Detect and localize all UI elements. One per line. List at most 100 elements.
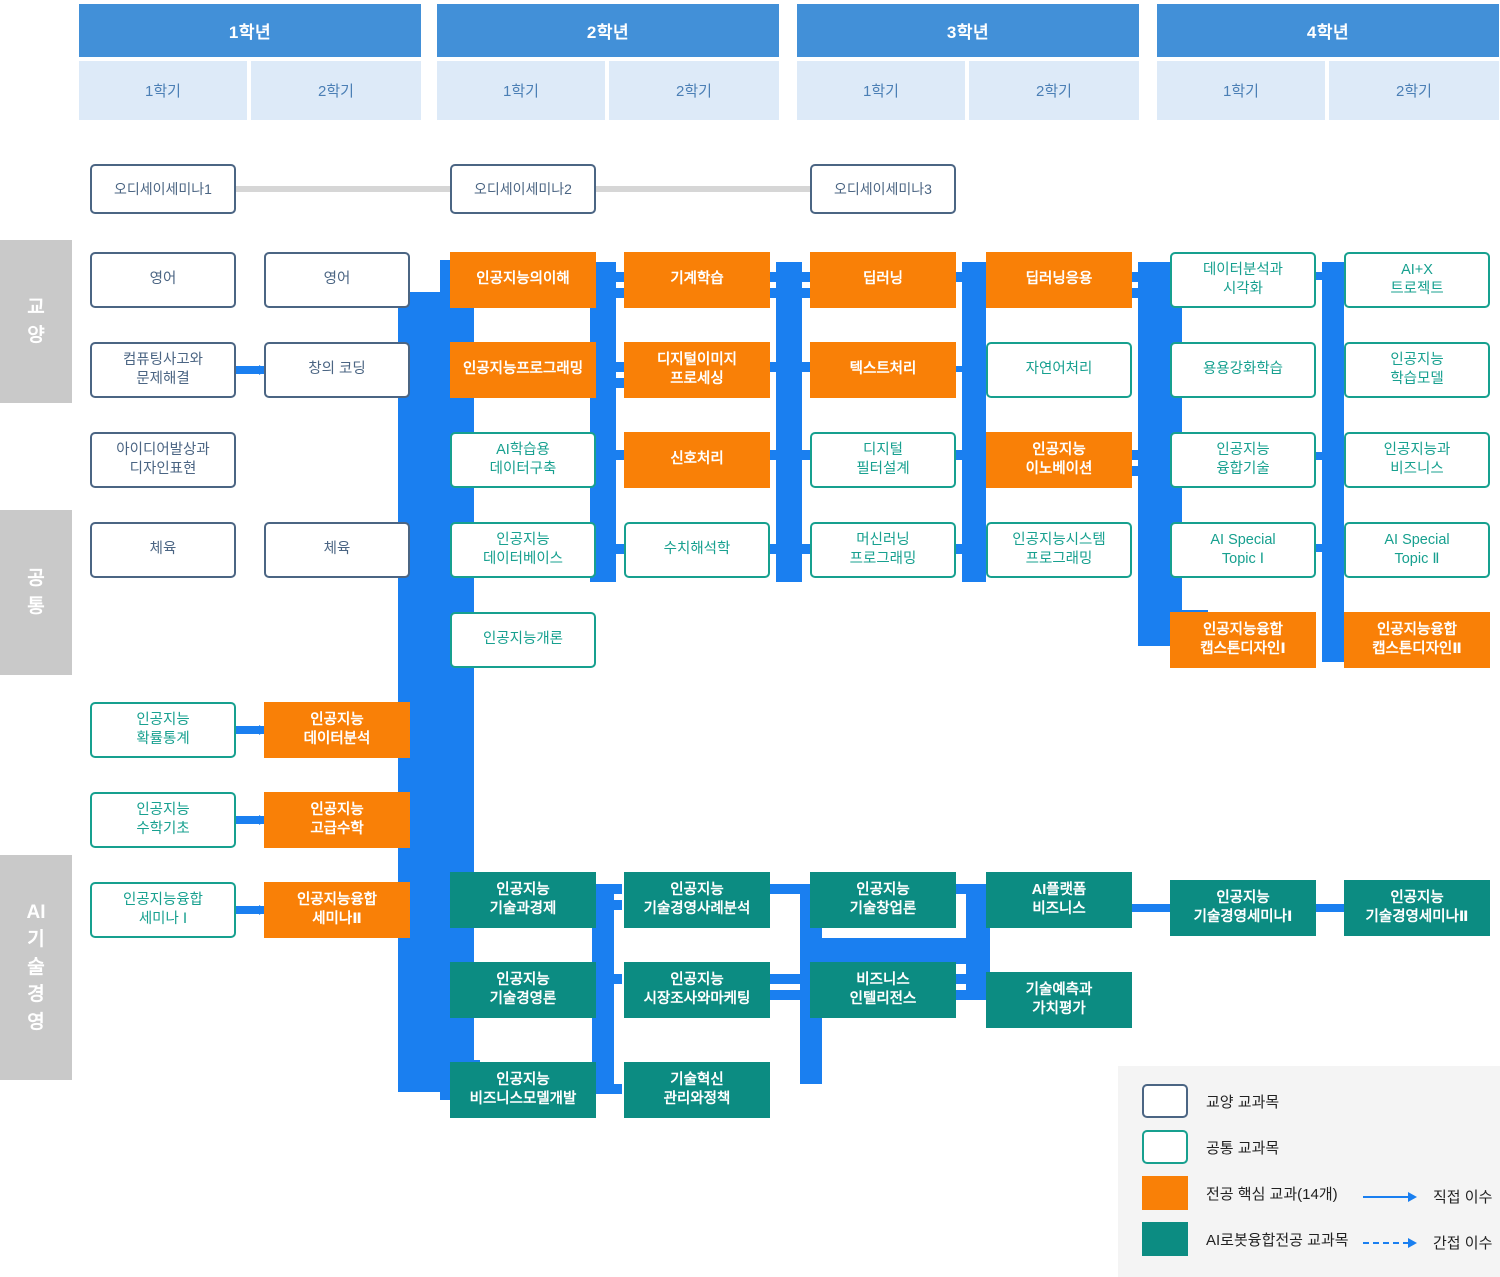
connector-bi-to-forecast-b: [956, 990, 1004, 1000]
course-box[interactable]: 인공지능프로그래밍: [450, 342, 596, 398]
connector-filter-to-innovation: [956, 450, 1002, 460]
year-header-3: 3학년: [797, 4, 1139, 57]
legend-item-core: 전공 핵심 교과(14개): [1142, 1176, 1338, 1210]
legend-panel: 교양 교과목 공통 교과목 전공 핵심 교과(14개) AI로봇융합전공 교과목…: [1118, 1066, 1500, 1277]
legend-item-ai-major: AI로봇융합전공 교과목: [1142, 1222, 1349, 1256]
semester-header-2-1: 1학기: [437, 61, 605, 120]
arrow-tip-icon: [1408, 1237, 1417, 1248]
connector-case-to-startup: [770, 884, 822, 894]
year-header-1: 1학년: [79, 4, 421, 57]
course-box[interactable]: 창의 코딩: [264, 342, 410, 398]
course-box[interactable]: 체육: [90, 522, 236, 578]
course-box[interactable]: 체육: [264, 522, 410, 578]
connector-feed-data-analysis: [406, 746, 466, 756]
connector-y2s2-to-deeplearning-b: [770, 288, 818, 298]
course-box[interactable]: 영어: [90, 252, 236, 308]
connector-y2s2-to-filter: [770, 450, 818, 460]
course-box[interactable]: 신호처리: [624, 432, 770, 488]
course-box[interactable]: 인공지능개론: [450, 612, 596, 668]
connector-y2s2-to-deeplearning: [770, 272, 818, 282]
odyssey-connector-2-3: [595, 186, 818, 192]
course-box[interactable]: 딥러닝: [810, 252, 956, 308]
connector-y2s1-to-imgproc-b: [590, 378, 638, 388]
dashed-arrow-icon: [1363, 1241, 1409, 1244]
course-box[interactable]: 딥러닝응용: [986, 252, 1132, 308]
legend-label: AI로봇융합전공 교과목: [1206, 1231, 1349, 1249]
legend-arrow-label: 간접 이수: [1433, 1235, 1493, 1252]
course-box[interactable]: 용용강화학습: [1170, 342, 1316, 398]
course-odyssey-1[interactable]: 오디세이세미나1: [90, 164, 236, 214]
connector-db-to-numerical: [590, 544, 638, 554]
year-header-4: 4학년: [1157, 4, 1499, 57]
course-box[interactable]: 영어: [264, 252, 410, 308]
connector-prob-to-dataanalysis: [236, 726, 266, 734]
connector-startup-bridge: [800, 938, 990, 964]
course-box[interactable]: 텍스트처리: [810, 342, 956, 398]
course-odyssey-3[interactable]: 오디세이세미나3: [810, 164, 956, 214]
semester-header-4-1: 1학기: [1157, 61, 1325, 120]
course-odyssey-2[interactable]: 오디세이세미나2: [450, 164, 596, 214]
legend-item-gyoyang: 교양 교과목: [1142, 1084, 1279, 1118]
course-box[interactable]: 인공지능의이해: [450, 252, 596, 308]
semester-header-3-1: 1학기: [797, 61, 965, 120]
course-box[interactable]: 자연어처리: [986, 342, 1132, 398]
course-box[interactable]: 기계학습: [624, 252, 770, 308]
arrow-math-to-advmath: [259, 815, 267, 825]
legend-arrow-direct: 직접 이수: [1363, 1186, 1492, 1207]
legend-arrow-indirect: 간접 이수: [1363, 1232, 1492, 1253]
legend-label: 교양 교과목: [1206, 1093, 1280, 1111]
arrow-seminar1-to-seminar2: [259, 905, 267, 915]
connector-bi-to-forecast: [956, 974, 1004, 984]
legend-arrow-label: 직접 이수: [1433, 1189, 1493, 1206]
arrow-prob-to-dataanalysis: [259, 725, 267, 735]
legend-swatch-gongtong: [1142, 1130, 1188, 1164]
semester-header-2-2: 2학기: [609, 61, 779, 120]
connector-y2s1-to-signal: [590, 450, 638, 460]
semester-header-4-2: 2학기: [1329, 61, 1499, 120]
connector-y3s2-to-aifusion: [1130, 450, 1182, 460]
connector-market-to-bi-b: [770, 990, 822, 1000]
course-box[interactable]: 수치해석학: [624, 522, 770, 578]
connector-seminar1-to-seminar2-ai: [1316, 904, 1360, 912]
connector-aifusion-to-aibiz: [1316, 452, 1360, 460]
